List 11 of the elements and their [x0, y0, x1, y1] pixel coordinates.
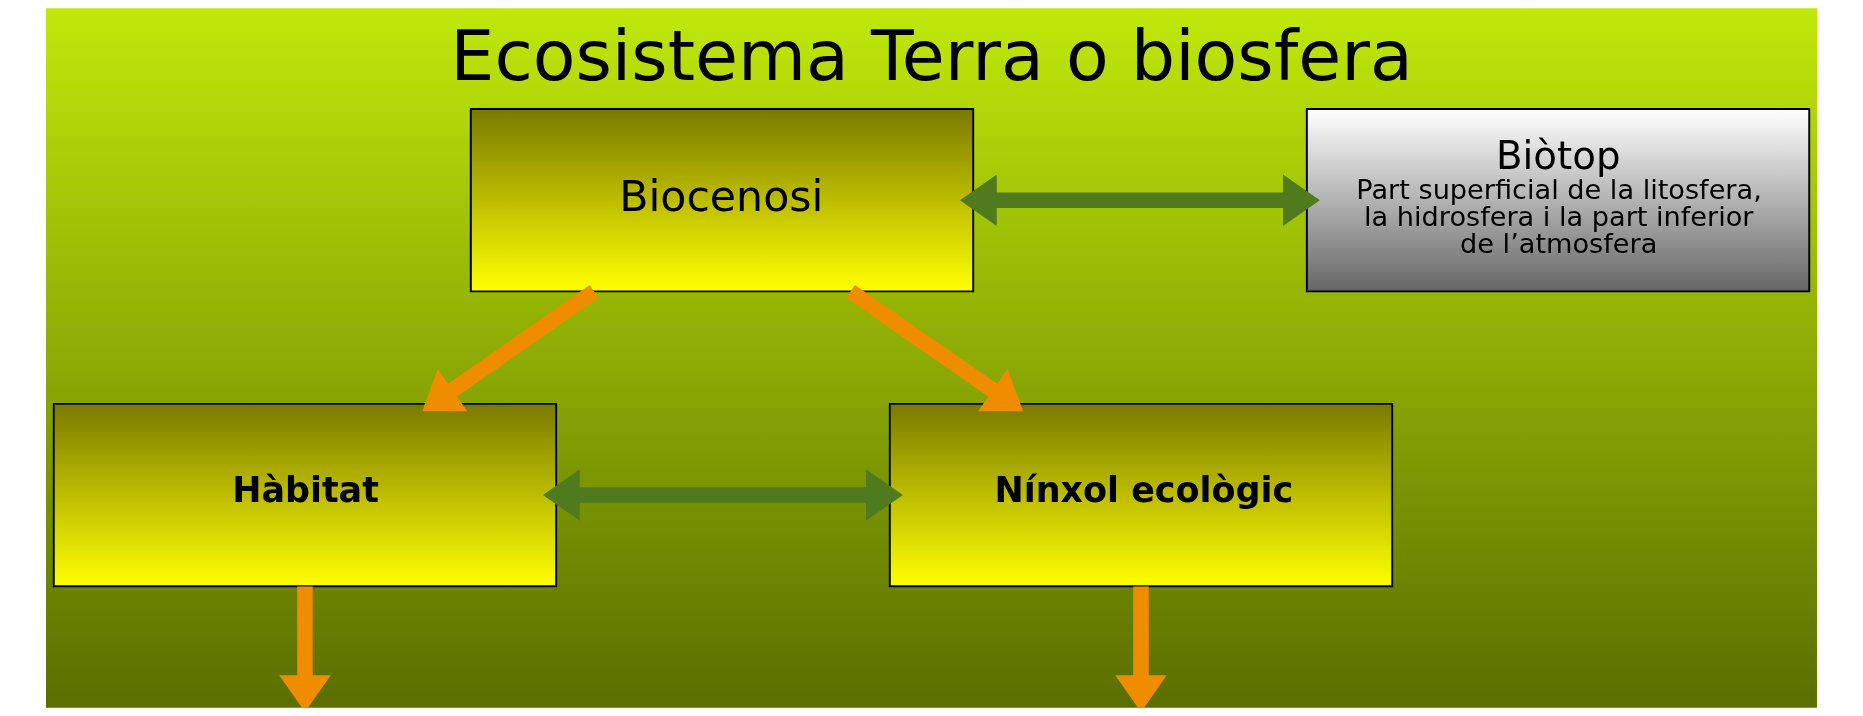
arrow — [1115, 586, 1167, 708]
arrow — [422, 285, 599, 412]
arrow — [959, 174, 1320, 226]
node-box: Biòtop Part superficial de la litosfera, la hidrosfera i la part inferior de l’atmosfera — [1305, 108, 1811, 293]
arrow — [846, 285, 1024, 412]
node-box: Nínxol ecològic — [888, 402, 1394, 588]
diagram-title: Ecosistema Terra o biosfera — [450, 14, 1413, 96]
node-box: Biocenosi — [469, 108, 975, 293]
arrow — [279, 586, 331, 708]
node-box: Hàbitat — [52, 402, 558, 588]
arrow — [542, 469, 903, 521]
